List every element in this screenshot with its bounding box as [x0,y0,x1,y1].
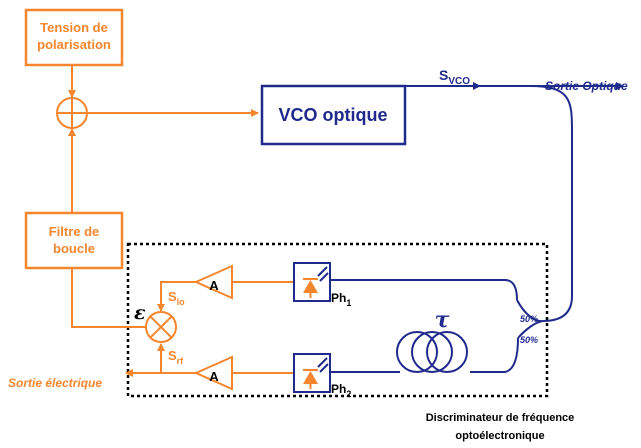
wire-amp-mixer-top [157,281,196,312]
tension-label-line1: Tension de [40,20,108,35]
svco-main: S [439,67,448,83]
tau-label: τ [435,307,450,333]
vco-label: VCO optique [279,105,388,125]
sortie-electrique-label: Sortie électrique [8,376,102,390]
ph1-label: Ph1 [331,291,351,308]
tension-label-line2: polarisation [37,37,111,52]
slo-label: Slo [168,289,185,307]
ph1-photodiode-icon [293,262,331,302]
ph2-main: Ph [331,382,346,396]
amp-top-icon [193,264,233,300]
svco-label: SVCO [439,67,470,87]
amp-top-label: A [209,278,219,293]
srf-sub: rf [177,356,185,366]
wire-arm-ph2 [470,337,519,373]
fiber-spool-icon [396,331,468,373]
ph1-main: Ph [331,291,346,305]
wire-arm-ph1 [330,279,518,301]
ph1-sub: 1 [346,298,351,308]
amp-bottom-icon [193,355,233,391]
wire-tap-coupler [529,85,573,322]
tension-box [24,8,124,67]
slo-main: S [168,289,177,304]
srf-main: S [168,348,177,363]
ph2-photodiode-icon [293,353,331,393]
svco-sub: VCO [448,76,470,87]
filtre-label-line1: Filtre de [49,224,100,239]
mixer-icon [145,311,177,343]
wire-coupler-arms [516,299,544,339]
discriminator-label-line2: optoélectronique [455,430,544,442]
srf-label: Srf [168,348,184,366]
coupler-bottom-label: 50% [520,335,538,345]
discriminator-label-line1: Discriminateur de fréquence [426,412,575,424]
ph2-sub: 2 [346,389,351,399]
amp-bottom-label: A [209,369,219,384]
summer-icon [56,97,88,129]
wire-mixer-filtre [71,268,147,328]
filtre-label-line2: boucle [53,241,95,256]
sortie-optique-label: Sortie Optique [545,79,628,93]
epsilon-label: ε [134,302,146,324]
vco-box [260,84,407,146]
ph2-label: Ph2 [331,382,351,399]
slo-sub: lo [177,297,186,307]
filtre-box [24,211,124,270]
coupler-top-label: 50% [520,314,538,324]
